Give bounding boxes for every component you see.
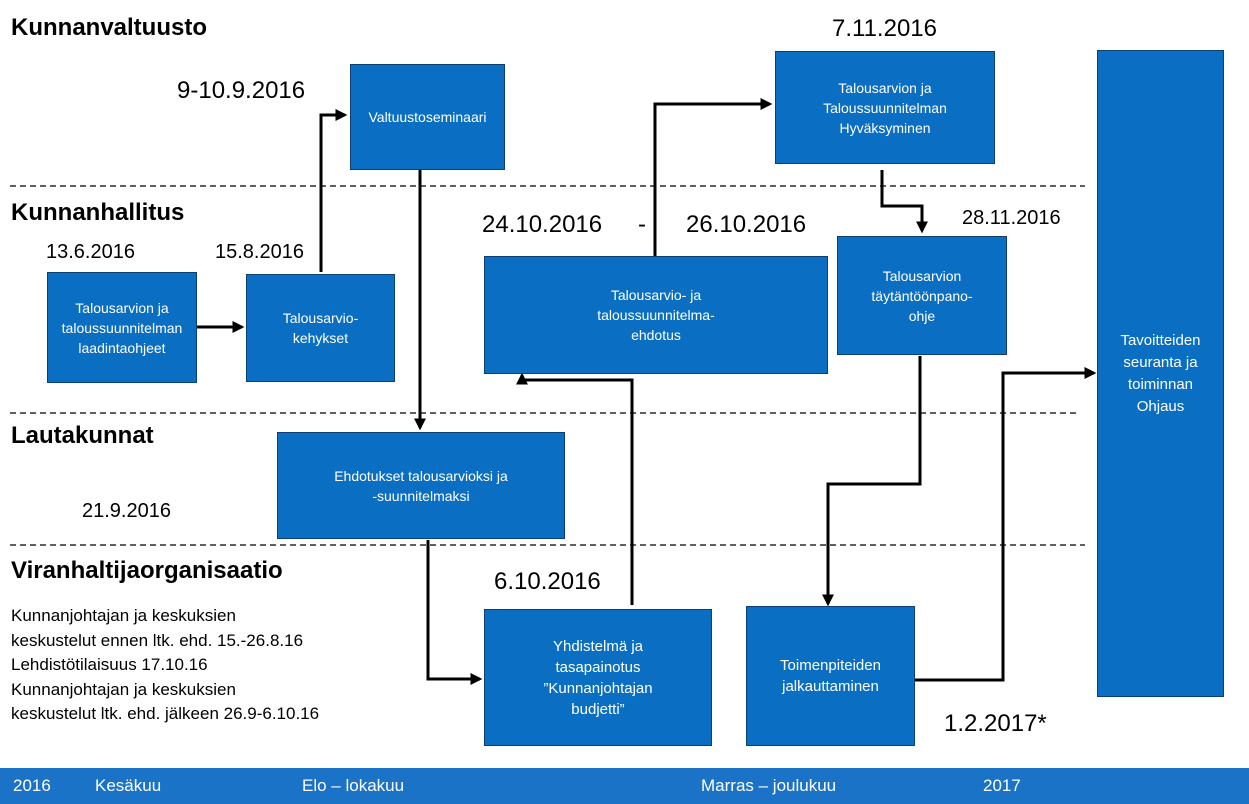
timeline-year-2017: 2017 xyxy=(983,776,1021,795)
box-kehykset: Talousarvio- kehykset xyxy=(246,274,395,382)
box-valtuustoseminaari: Valtuustoseminaari xyxy=(350,64,505,170)
date-24-10-2016: 24.10.2016 xyxy=(482,211,603,238)
note-line: keskustelut ltk. ehd. jälkeen 26.9-6.10.… xyxy=(11,704,320,723)
date-7-11-2016: 7.11.2016 xyxy=(832,15,937,42)
note-line: Lehdistötilaisuus 17.10.16 xyxy=(11,655,208,674)
lane-separators xyxy=(10,185,1085,546)
box-hyvaksyminen: Talousarvion ja Taloussuunnitelman Hyväk… xyxy=(775,51,995,164)
box-tavoitteiden-seuranta: Tavoitteiden seuranta ja toiminnan Ohjau… xyxy=(1097,50,1224,697)
lane-title-lautakunnat: Lautakunnat xyxy=(11,422,154,449)
date-15-8-2016: 15.8.2016 xyxy=(215,241,304,263)
timeline-year-2016: 2016 xyxy=(13,776,51,795)
timeline-footer: 2016 Kesäkuu Elo – lokakuu Marras – joul… xyxy=(0,768,1249,804)
notes-block: Kunnanjohtajan ja keskuksien keskustelut… xyxy=(11,604,319,727)
arrow-ehdotukset-to-yhdistelma xyxy=(426,540,483,685)
date-21-9-2016: 21.9.2016 xyxy=(82,500,171,522)
arrow-taytantoonpano-to-toimenpiteet xyxy=(822,356,922,607)
lane-title-viranhaltijaorganisaatio: Viranhaltijaorganisaatio xyxy=(11,557,283,584)
timeline-marras-joulukuu: Marras – joulukuu xyxy=(701,776,837,795)
box-laadintaohjeet: Talousarvion ja taloussuunnitelman laadi… xyxy=(47,272,197,383)
arrow-kehykset-to-seminaari xyxy=(319,109,348,272)
arrow-hyvaksyminen-to-taytantoonpano xyxy=(880,170,928,234)
date-1-2-2017: 1.2.2017* xyxy=(944,710,1047,737)
date-13-6-2016: 13.6.2016 xyxy=(46,241,135,263)
box-yhdistelma: Yhdistelmä ja tasapainotus ”Kunnanjohtaj… xyxy=(484,609,712,746)
arrow-yhdistelma-to-ehdotus xyxy=(516,372,634,605)
box-toimenpiteet: Toimenpiteiden jalkauttaminen xyxy=(746,606,915,746)
timeline-elo-lokakuu: Elo – lokakuu xyxy=(302,776,405,795)
flow-connectors xyxy=(197,98,1097,685)
lane-title-kunnanhallitus: Kunnanhallitus xyxy=(11,199,185,226)
box-ehdotus: Talousarvio- ja taloussuunnitelma- ehdot… xyxy=(484,256,828,374)
note-line: Kunnanjohtajan ja keskuksien xyxy=(11,606,236,625)
box-ehdotukset: Ehdotukset talousarvioksi ja -suunnitelm… xyxy=(277,432,565,539)
box-taytantoonpano: Talousarvion täytäntöönpano- ohje xyxy=(837,236,1007,355)
timeline-kesakuu: Kesäkuu xyxy=(95,776,162,795)
date-26-10-2016: 26.10.2016 xyxy=(686,211,807,238)
date-range-dash: - xyxy=(638,211,646,238)
arrow-ehdotus-to-hyvaksyminen xyxy=(653,98,773,256)
date-28-11-2016: 28.11.2016 xyxy=(962,207,1061,229)
note-line: keskustelut ennen ltk. ehd. 15.-26.8.16 xyxy=(11,630,304,650)
date-9-10-9-2016: 9-10.9.2016 xyxy=(177,77,306,104)
date-6-10-2016: 6.10.2016 xyxy=(494,568,601,595)
note-line: Kunnanjohtajan ja keskuksien xyxy=(11,679,236,699)
lane-title-kunnanvaltuusto: Kunnanvaltuusto xyxy=(11,14,207,41)
arrow-toimenpiteet-to-tavoitteiden xyxy=(915,367,1097,682)
